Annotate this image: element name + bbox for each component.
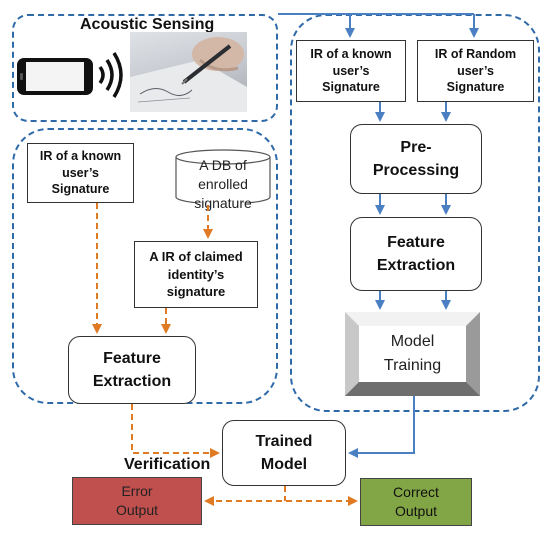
preprocessing-box: Pre- Processing (350, 124, 482, 194)
trained-model-box: Trained Model (222, 420, 346, 486)
acoustic-sensing-region (12, 14, 278, 122)
left-ir-claimed-box: A IR of claimed identity’s signature (134, 241, 258, 308)
db-label: A DB of enrolled signature (194, 157, 252, 211)
right-ir-random-box: IR of Random user’s Signature (417, 40, 534, 102)
arrow-feature-to-trained-model (131, 404, 220, 458)
hand-signing-photo (130, 32, 247, 112)
right-ir-known-box: IR of a known user’s Signature (296, 40, 406, 102)
arrow-training-to-trained-model (348, 396, 415, 458)
model-training-box: Model Training (345, 312, 480, 396)
acoustic-sensing-title: Acoustic Sensing (80, 16, 215, 33)
left-feature-extraction-box: Feature Extraction (68, 336, 196, 404)
left-ir-known-box: IR of a known user’s Signature (27, 143, 134, 203)
right-feature-extraction-box: Feature Extraction (350, 217, 482, 291)
verification-title: Verification (124, 456, 211, 473)
database-icon: A DB of enrolled signature (168, 147, 278, 211)
model-training-label: Model Training (359, 326, 466, 382)
sound-waves-icon (96, 50, 130, 100)
error-output-box: Error Output (72, 477, 202, 525)
correct-output-box: Correct Output (360, 478, 472, 526)
smartphone-icon (17, 58, 93, 95)
